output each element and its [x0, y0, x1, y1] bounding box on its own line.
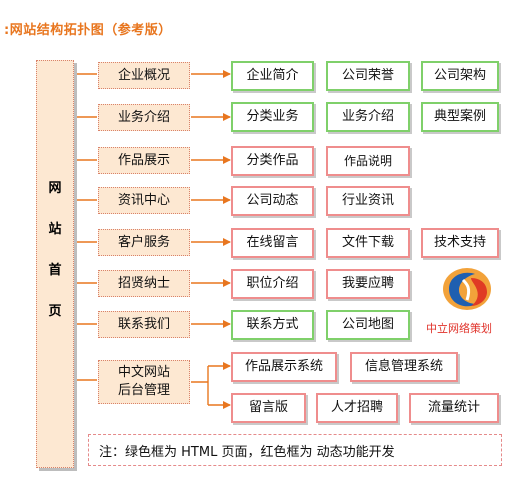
legend-note: 注：绿色框为 HTML 页面，红色框为 动态功能开发: [88, 434, 502, 466]
root-char: 页: [48, 304, 62, 319]
dynamic-box: 行业资讯: [326, 186, 410, 216]
dynamic-box: 人才招聘: [316, 393, 398, 423]
page-box: 公司架构: [421, 61, 499, 91]
backend-label-line1: 中文网站: [117, 365, 170, 380]
company-logo-icon: [443, 268, 491, 310]
page-box: 联系方式: [231, 310, 314, 340]
page-box: 业务介绍: [326, 102, 410, 132]
dynamic-box: 职位介绍: [231, 269, 314, 299]
category-business: 业务介绍: [98, 104, 190, 131]
dynamic-box: 留言版: [231, 393, 306, 423]
root-char: 网: [48, 181, 62, 196]
dynamic-box: 在线留言: [231, 228, 314, 258]
page-box: 典型案例: [421, 102, 499, 132]
dynamic-box: 我要应聘: [326, 269, 410, 299]
dynamic-box: 公司动态: [231, 186, 314, 216]
category-about: 企业概况: [98, 62, 190, 89]
category-backend: 中文网站 后台管理: [98, 360, 190, 404]
category-careers: 招贤纳士: [98, 270, 190, 297]
dynamic-box: 分类作品: [231, 146, 314, 176]
page-box: 公司地图: [326, 310, 410, 340]
category-news: 资讯中心: [98, 187, 190, 214]
dynamic-box: 作品展示系统: [231, 352, 337, 382]
category-portfolio: 作品展示: [98, 147, 190, 174]
page-box: 公司荣誉: [326, 61, 410, 91]
page-box: 企业简介: [231, 61, 314, 91]
logo-text: 中立网络策划: [426, 322, 492, 335]
category-contact: 联系我们: [98, 311, 190, 338]
backend-label-line2: 后台管理: [117, 383, 170, 398]
category-service: 客户服务: [98, 229, 190, 256]
root-char: 站: [48, 222, 62, 237]
page-title: :网站结构拓扑图（参考版）: [4, 23, 172, 38]
dynamic-box: 文件下载: [326, 228, 410, 258]
dynamic-box: 技术支持: [421, 228, 499, 258]
dynamic-box: 信息管理系统: [350, 352, 458, 382]
root-node-homepage: 网 站 首 页: [36, 60, 74, 468]
root-char: 首: [48, 263, 62, 278]
page-box: 分类业务: [231, 102, 314, 132]
dynamic-box: 作品说明: [326, 146, 410, 176]
dynamic-box: 流量统计: [409, 393, 499, 423]
